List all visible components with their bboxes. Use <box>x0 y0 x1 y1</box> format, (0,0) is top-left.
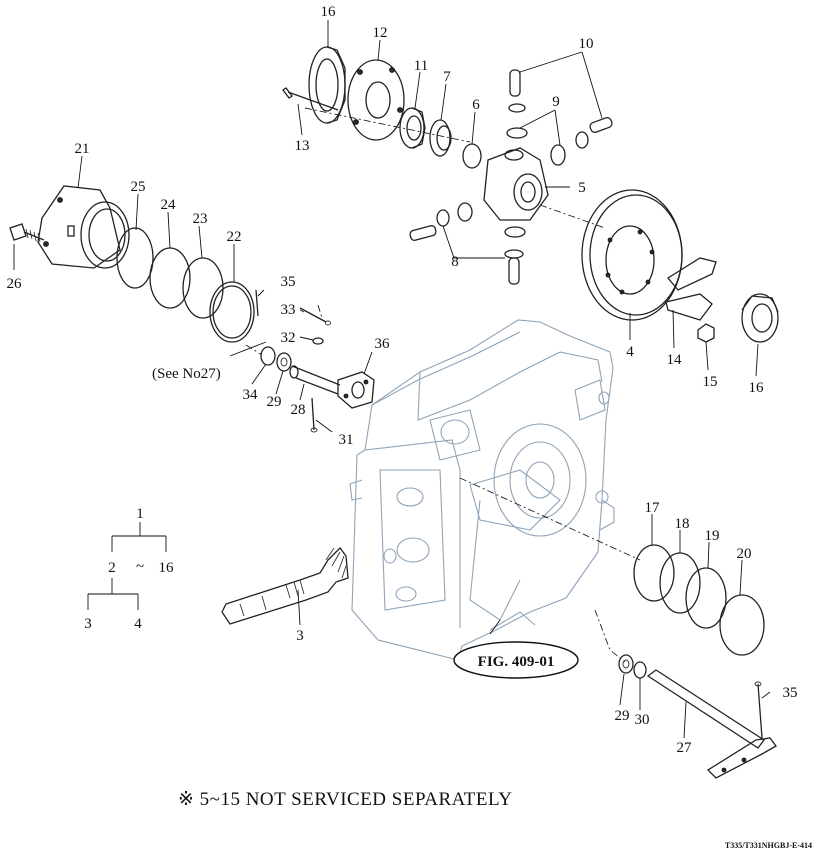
part-30-washer <box>633 661 647 679</box>
leader-lines <box>13 20 771 739</box>
part-19-ring <box>685 567 727 629</box>
part-17-ring <box>633 544 675 602</box>
callout-5: 5 <box>578 180 586 196</box>
part-27-lever-shaft <box>646 669 777 779</box>
callout-33: 33 <box>281 302 296 318</box>
part-35-pin-lower <box>754 681 763 739</box>
callout-18: 18 <box>675 516 690 532</box>
callout-10: 10 <box>579 36 594 52</box>
callout-19: 19 <box>705 528 720 544</box>
callout-30: 30 <box>635 712 650 728</box>
part-16-bearing-right <box>741 293 779 343</box>
callout-3: 3 <box>296 628 304 644</box>
part-32-washer <box>312 337 324 345</box>
part-6-ring <box>462 143 482 169</box>
callout-11: 11 <box>414 58 428 74</box>
callout-27: 27 <box>677 740 693 756</box>
part-22-ring <box>209 281 255 343</box>
part-35-pin-upper <box>255 289 259 317</box>
part-16-bearing-top <box>308 46 346 124</box>
hierarchy-tilde: ~ <box>136 559 144 575</box>
callout-13: 13 <box>295 138 310 154</box>
callout-34: 34 <box>243 387 259 403</box>
part-12-flange <box>347 59 405 141</box>
part-21-housing <box>37 185 130 269</box>
callout-15: 15 <box>703 374 718 390</box>
part-25-ring <box>116 227 154 289</box>
hierarchy-16: 16 <box>159 560 175 576</box>
callout-24: 24 <box>161 197 177 213</box>
part-3-pinion-shaft <box>221 547 349 625</box>
part-4-ring-gear <box>581 189 683 321</box>
callout-29-upper: 29 <box>267 394 282 410</box>
callout-7: 7 <box>443 69 451 85</box>
hierarchy-2: 2 <box>108 560 116 576</box>
part-29-seal-lower <box>618 654 634 674</box>
part-9-washers <box>457 127 566 238</box>
callout-16-top: 16 <box>321 4 337 20</box>
callout-26: 26 <box>7 276 23 292</box>
callout-20: 20 <box>737 546 752 562</box>
callout-28: 28 <box>291 402 306 418</box>
callout-14: 14 <box>667 352 683 368</box>
part-15-nut <box>697 323 715 343</box>
part-31-bolt <box>310 397 318 433</box>
hierarchy-tree <box>87 522 167 610</box>
hierarchy-4: 4 <box>134 616 142 632</box>
part-13-bolt <box>282 87 339 111</box>
callouts: 16 12 10 11 7 9 6 13 21 5 25 24 23 22 8 … <box>7 4 798 756</box>
callout-22: 22 <box>227 229 242 245</box>
callout-29-lower: 29 <box>615 708 630 724</box>
callout-35-upper: 35 <box>281 274 296 290</box>
callout-21: 21 <box>75 141 90 157</box>
callout-36: 36 <box>375 336 391 352</box>
callout-35-lower: 35 <box>783 685 798 701</box>
hierarchy-3: 3 <box>84 616 92 632</box>
part-34-washer <box>260 346 276 366</box>
callout-12: 12 <box>373 25 388 41</box>
callout-32: 32 <box>281 330 296 346</box>
callout-25: 25 <box>131 179 146 195</box>
service-note: ※ 5~15 NOT SERVICED SEPARATELY <box>178 789 512 810</box>
part-36-fork <box>337 371 375 409</box>
figure-reference-badge[interactable]: FIG. 409-01 <box>453 641 579 679</box>
see-note-label: (See No27) <box>152 366 221 382</box>
part-18-ring <box>659 552 701 614</box>
part-33-pin <box>299 307 331 326</box>
part-7-gear <box>429 119 452 157</box>
figure-reference-text[interactable]: FIG. 409-01 <box>478 654 555 670</box>
callout-8: 8 <box>451 254 459 270</box>
part-28-shaft <box>289 365 341 395</box>
part-10-pins <box>508 69 613 149</box>
callout-31: 31 <box>339 432 354 448</box>
callout-16-right: 16 <box>749 380 765 396</box>
callout-6: 6 <box>472 97 480 113</box>
drawing-code: T335/T331NHGBJ-E-414 <box>725 841 812 850</box>
part-20-ring <box>719 594 765 656</box>
part-5-differential-case <box>483 147 549 221</box>
hierarchy-1: 1 <box>136 506 144 522</box>
callout-9: 9 <box>552 94 560 110</box>
callout-23: 23 <box>193 211 208 227</box>
part-26-bolt <box>9 223 45 243</box>
part-14-lock-plates <box>665 257 717 321</box>
transmission-case-drawing <box>349 319 615 661</box>
callout-17: 17 <box>645 500 661 516</box>
part-11-bearing <box>399 107 426 149</box>
part-29-seal <box>276 352 292 372</box>
callout-4: 4 <box>626 344 634 360</box>
part-23-ring <box>182 257 224 319</box>
